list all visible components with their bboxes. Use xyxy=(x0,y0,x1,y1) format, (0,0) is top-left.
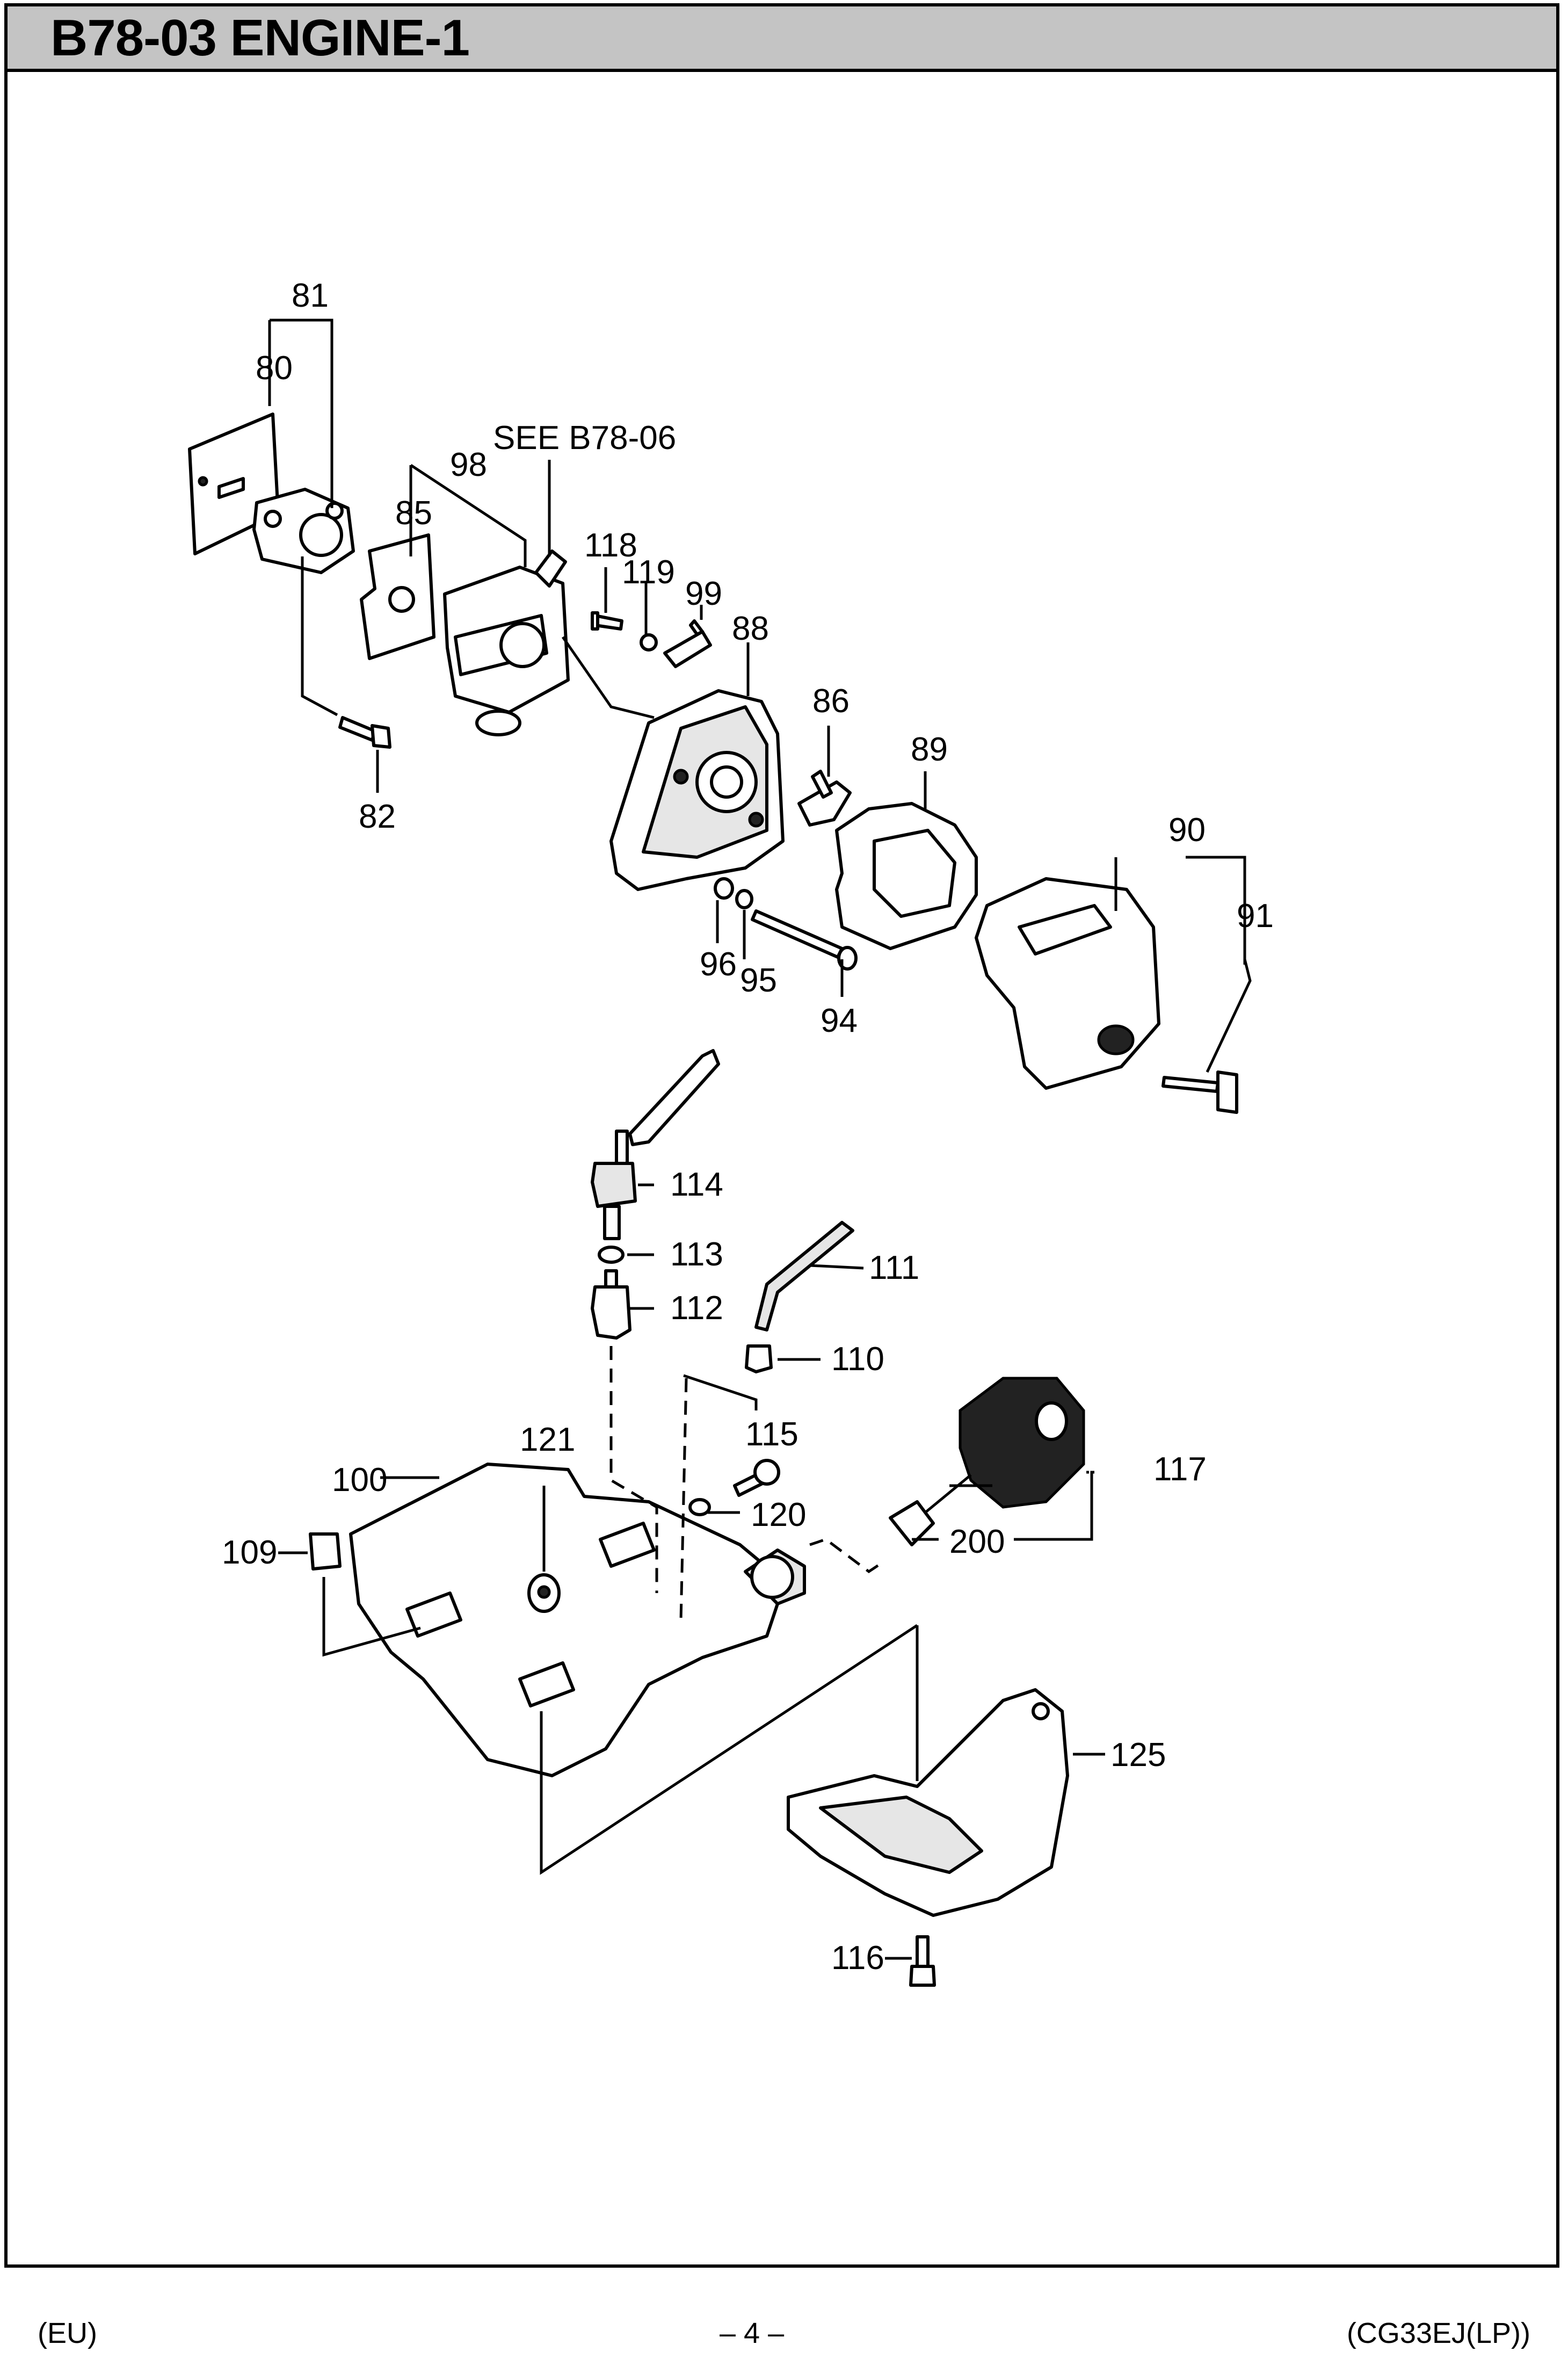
air-cleaner-cover-90 xyxy=(975,877,1160,1090)
page-frame: B78-03 ENGINE-1 xyxy=(4,3,1559,2268)
screw-116 xyxy=(909,1935,936,1987)
callout-88: 88 xyxy=(732,610,769,647)
callout-91: 91 xyxy=(1237,898,1274,935)
callout-82: 82 xyxy=(359,798,396,835)
callout-89: 89 xyxy=(911,731,948,768)
callout-114: 114 xyxy=(670,1166,723,1203)
callout-85: 85 xyxy=(395,495,432,532)
callout-99: 99 xyxy=(685,575,722,612)
callout-125: 125 xyxy=(1110,1736,1166,1774)
callout-100: 100 xyxy=(332,1461,387,1499)
leader-lines xyxy=(268,319,1252,1960)
cushion-109 xyxy=(309,1532,342,1571)
page-title: B78-03 ENGINE-1 xyxy=(50,9,470,67)
footer-page-number: – 4 – xyxy=(720,2317,785,2349)
air-cleaner-case-88 xyxy=(609,689,785,891)
callout-95: 95 xyxy=(740,962,777,999)
footer-model: (CG33EJ(LP)) xyxy=(1346,2317,1530,2349)
clip-113 xyxy=(598,1246,625,1264)
fuel-cap-117 xyxy=(959,1377,1085,1509)
callout-labels: 81 80 SEE B78-06 98 85 118 119 99 88 86 … xyxy=(222,277,1274,1977)
screw-115-washer-120 xyxy=(688,1459,780,1516)
knob-bolt-91 xyxy=(1162,1070,1238,1114)
screw-118-washer-119-plate-99 xyxy=(591,611,712,668)
air-filter-element-89 xyxy=(835,802,978,950)
callout-112: 112 xyxy=(670,1290,723,1327)
gasket-85 xyxy=(360,533,435,660)
callout-90: 90 xyxy=(1168,812,1206,849)
return-hose-111 xyxy=(754,1221,854,1332)
dashed-reference-lines xyxy=(609,1346,886,1620)
callout-120: 120 xyxy=(751,1496,806,1533)
callout-117: 117 xyxy=(1153,1451,1207,1488)
fuel-tank-100 xyxy=(349,1463,806,1777)
callout-118: 118 xyxy=(584,527,637,564)
callout-96: 96 xyxy=(700,946,737,983)
fuel-hose-upper xyxy=(628,1049,720,1146)
choke-lever-86 xyxy=(797,770,852,827)
callout-121: 121 xyxy=(520,1421,575,1458)
exploded-parts-diagram: 81 80 SEE B78-06 98 85 118 119 99 88 86 … xyxy=(188,277,1274,1987)
title-bar: B78-03 ENGINE-1 xyxy=(8,6,1556,72)
callout-116: 116 xyxy=(831,1940,884,1977)
callout-111: 111 xyxy=(869,1249,919,1286)
callout-98: 98 xyxy=(450,446,487,483)
callout-119: 119 xyxy=(622,554,675,591)
footer-region: (EU) xyxy=(38,2317,97,2349)
callout-86: 86 xyxy=(812,683,850,720)
callout-80: 80 xyxy=(256,350,293,387)
screw-82 xyxy=(338,716,391,749)
callout-81: 81 xyxy=(292,277,329,314)
carburetor-98 xyxy=(443,549,570,736)
grommet-110 xyxy=(745,1344,773,1373)
callout-110: 110 xyxy=(831,1341,884,1378)
washers-96-95 xyxy=(714,877,753,909)
callout-see-b78-06: SEE B78-06 xyxy=(493,419,676,457)
callout-109: 109 xyxy=(222,1534,277,1571)
callout-200: 200 xyxy=(949,1523,1005,1560)
callout-113: 113 xyxy=(670,1236,723,1273)
fuel-filter-114 xyxy=(591,1130,637,1240)
handle-bracket-125 xyxy=(787,1688,1069,1917)
fuel-weight-112 xyxy=(591,1269,631,1340)
callout-94: 94 xyxy=(821,1002,858,1039)
fuel-cap-strap-200 xyxy=(889,1474,972,1546)
cushion-121 xyxy=(527,1573,561,1613)
callout-115: 115 xyxy=(745,1416,798,1453)
